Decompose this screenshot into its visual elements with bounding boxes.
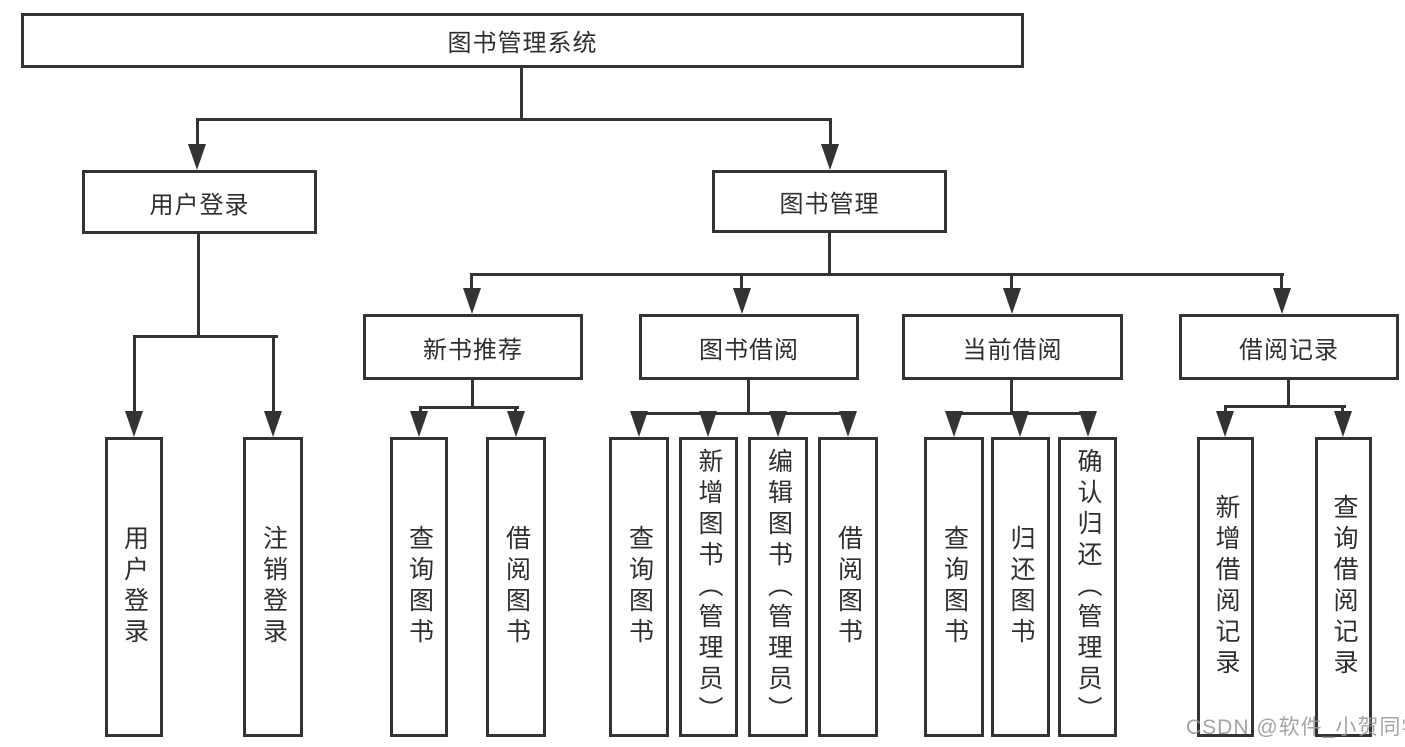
arrowhead-g1 xyxy=(463,288,481,314)
connector-root-stub xyxy=(520,68,523,118)
connector-g4-branch xyxy=(1224,405,1346,408)
leaf-nbr-query-books: 查询图书 xyxy=(390,437,448,737)
node-book-management: 图书管理 xyxy=(712,170,947,233)
node-borrow-records-label: 借阅记录 xyxy=(1239,336,1339,364)
leaf-bb-borrow-books: 借阅图书 xyxy=(818,437,878,737)
connector-g1-drop2 xyxy=(514,406,517,415)
connector-g4-drop1 xyxy=(1224,405,1227,414)
leaf-br-query-record-label: 查询借阅记录 xyxy=(1330,494,1358,680)
connector-drop-g4 xyxy=(1280,273,1283,289)
leaf-bb-query-books: 查询图书 xyxy=(609,437,669,737)
leaf-cb-return-books-label: 归还图书 xyxy=(1007,525,1035,649)
arrowhead-g2-leaf1 xyxy=(630,411,648,437)
arrowhead-g3-leaf2 xyxy=(1011,411,1029,437)
arrowhead-g3-leaf1 xyxy=(945,411,963,437)
node-borrow-records: 借阅记录 xyxy=(1179,314,1399,380)
connector-g4-stub xyxy=(1287,380,1290,407)
connector-drop-g2 xyxy=(740,273,743,289)
arrowhead-g2-leaf2 xyxy=(699,411,717,437)
arrowhead-g1-leaf1 xyxy=(410,411,428,437)
leaf-bb-add-book-admin-label: 新增图书（管理员） xyxy=(695,447,723,727)
arrowhead-leaf-logout xyxy=(264,411,282,437)
connector-branch-user xyxy=(133,335,278,338)
connector-mgmt-stub xyxy=(828,233,831,273)
arrowhead-g2-leaf4 xyxy=(839,411,857,437)
node-book-borrow: 图书借阅 xyxy=(639,314,859,380)
leaf-bb-borrow-books-label: 借阅图书 xyxy=(834,525,863,649)
leaf-bb-add-book-admin: 新增图书（管理员） xyxy=(679,437,738,737)
leaf-nbr-borrow-books: 借阅图书 xyxy=(486,437,546,737)
node-new-book-recommend: 新书推荐 xyxy=(363,314,583,380)
arrowhead-user xyxy=(188,144,206,170)
leaf-cb-query-books: 查询图书 xyxy=(924,437,984,737)
leaf-logout: 注销登录 xyxy=(243,437,303,737)
leaf-bb-edit-book-admin: 编辑图书（管理员） xyxy=(748,437,808,737)
leaf-cb-confirm-return-admin-label: 确认归还（管理员） xyxy=(1074,447,1102,727)
leaf-cb-return-books: 归还图书 xyxy=(991,437,1050,737)
connector-drop-leaf-login xyxy=(133,335,136,413)
watermark: CSDN @软件_小贺同学 xyxy=(1186,716,1405,739)
arrowhead-leaf-login xyxy=(125,411,143,437)
connector-user-stub xyxy=(197,234,200,335)
leaf-cb-query-books-label: 查询图书 xyxy=(940,525,969,649)
node-user-login: 用户登录 xyxy=(82,170,317,234)
leaf-user-login: 用户登录 xyxy=(105,437,163,737)
connector-drop-g1 xyxy=(470,273,473,289)
leaf-cb-confirm-return-admin: 确认归还（管理员） xyxy=(1058,437,1117,737)
connector-g1-drop1 xyxy=(419,406,422,415)
leaf-bb-edit-book-admin-label: 编辑图书（管理员） xyxy=(764,447,793,727)
connector-g2-stub xyxy=(747,380,750,414)
connector-g1-stub xyxy=(471,380,474,408)
arrowhead-g4 xyxy=(1273,288,1291,314)
arrowhead-g1-leaf2 xyxy=(507,411,525,437)
arrowhead-g2-leaf3 xyxy=(769,411,787,437)
leaf-br-query-record: 查询借阅记录 xyxy=(1315,437,1372,737)
connector-drop-leaf-logout xyxy=(272,335,275,413)
leaf-br-add-record: 新增借阅记录 xyxy=(1197,437,1254,737)
leaf-nbr-borrow-books-label: 借阅图书 xyxy=(502,525,531,649)
node-book-borrow-label: 图书借阅 xyxy=(699,336,799,364)
node-root-label: 图书管理系统 xyxy=(447,30,598,57)
node-new-book-recommend-label: 新书推荐 xyxy=(423,336,523,364)
node-current-borrow-label: 当前借阅 xyxy=(962,336,1063,364)
arrowhead-g2 xyxy=(733,288,751,314)
connector-g1-branch xyxy=(419,406,519,409)
leaf-bb-query-books-label: 查询图书 xyxy=(625,525,654,649)
connector-g3-stub xyxy=(1010,380,1013,414)
connector-drop-mgmt xyxy=(829,118,832,146)
connector-g2-branch xyxy=(638,412,850,415)
node-user-login-label: 用户登录 xyxy=(149,191,250,219)
node-root: 图书管理系统 xyxy=(21,13,1024,68)
connector-drop-g3 xyxy=(1010,273,1013,289)
arrowhead-g4-leaf1 xyxy=(1216,411,1234,437)
node-book-management-label: 图书管理 xyxy=(779,191,880,218)
connector-branch-level2 xyxy=(196,118,832,121)
arrowhead-mgmt xyxy=(821,144,839,170)
node-current-borrow: 当前借阅 xyxy=(902,314,1123,380)
arrowhead-g3-leaf3 xyxy=(1079,411,1097,437)
arrowhead-g4-leaf2 xyxy=(1334,411,1352,437)
connector-drop-user xyxy=(196,118,199,146)
leaf-user-login-label: 用户登录 xyxy=(120,525,149,649)
leaf-logout-label: 注销登录 xyxy=(259,525,288,649)
arrowhead-g3 xyxy=(1003,288,1021,314)
connector-branch-level3 xyxy=(471,273,1284,276)
leaf-br-add-record-label: 新增借阅记录 xyxy=(1212,494,1240,680)
leaf-nbr-query-books-label: 查询图书 xyxy=(405,525,434,649)
connector-g4-drop2 xyxy=(1341,405,1344,414)
